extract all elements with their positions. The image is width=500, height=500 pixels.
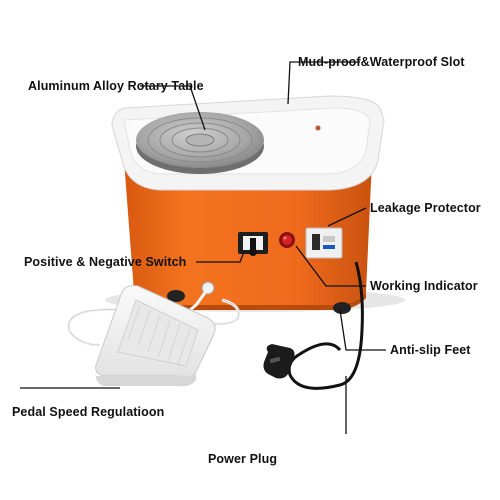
label-waterproof-slot: Mud-proof&Waterproof Slot [298, 55, 465, 69]
power-cord [287, 261, 364, 390]
rotary-table [136, 112, 264, 174]
positive-negative-switch [238, 232, 268, 256]
label-working-indicator: Working Indicator [370, 279, 478, 293]
label-anti-slip-feet: Anti-slip Feet [390, 343, 471, 357]
power-plug-body [263, 344, 295, 379]
anti-slip-foot-left [167, 290, 185, 302]
label-leakage-protector: Leakage Protector [370, 201, 481, 215]
label-switch: Positive & Negative Switch [24, 255, 187, 269]
anti-slip-foot-right [333, 302, 351, 314]
label-pedal: Pedal Speed Regulatioon [12, 405, 165, 419]
speed-pedal [95, 285, 216, 387]
leakage-protector [305, 227, 343, 259]
label-rotary-table: Aluminum Alloy Rotary Table [28, 79, 204, 93]
label-power-plug: Power Plug [208, 452, 278, 466]
working-indicator-light [279, 232, 295, 248]
leader-lines [20, 61, 386, 434]
